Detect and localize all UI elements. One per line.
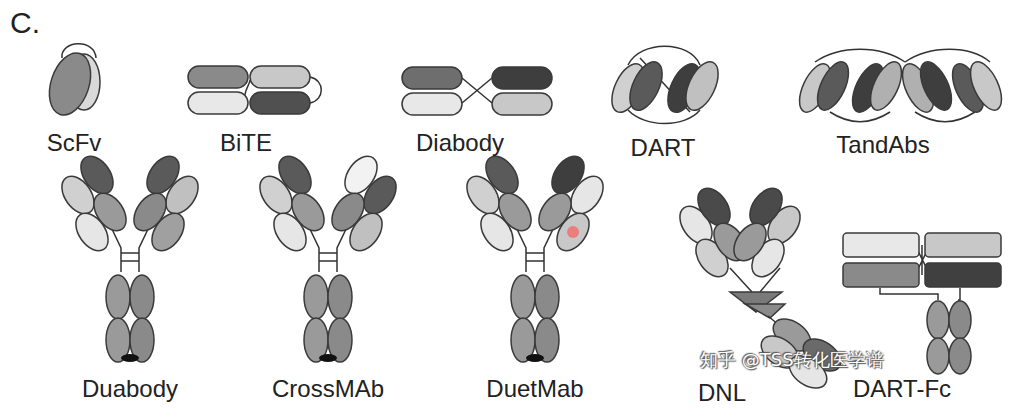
panel-letter: C.: [10, 6, 40, 39]
dart-shape: [605, 46, 725, 123]
format-name: TandAbs: [836, 132, 929, 158]
duabody-shape: [55, 150, 204, 362]
tandabs-shape: [793, 49, 1008, 122]
format-name: DART-Fc: [853, 376, 951, 402]
format-name: BiTE: [220, 130, 272, 156]
format-name: Duabody: [82, 376, 178, 402]
watermark: 知乎 @TSS转化医学谱: [700, 350, 884, 370]
duetmab-shape: [460, 150, 609, 362]
diabody-shape: [402, 67, 552, 115]
crossmab-shape: [253, 150, 402, 362]
format-name: ScFv: [47, 130, 102, 156]
format-name: DNL: [698, 380, 746, 406]
bite-shape: [188, 66, 321, 114]
format-name: DuetMab: [486, 376, 583, 402]
format-name: DART: [631, 135, 696, 161]
disulfide-mark: [567, 226, 579, 238]
format-name: Diabody: [416, 130, 504, 156]
format-name: CrossMAb: [272, 376, 384, 402]
scfv-shape: [42, 44, 100, 121]
